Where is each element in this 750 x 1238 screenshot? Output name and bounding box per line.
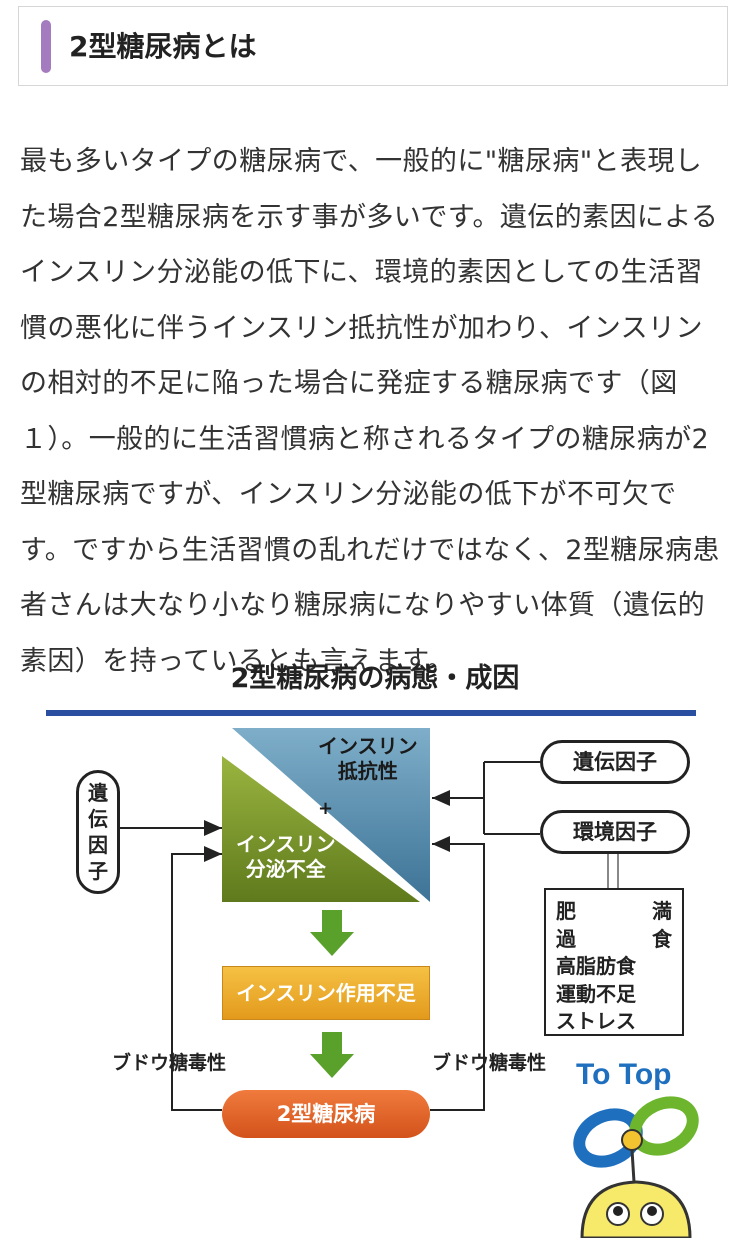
to-top-button[interactable]: To Top: [568, 1054, 738, 1238]
genetic-factor-pill: 遺伝因子: [540, 740, 690, 784]
factor-text: 食: [652, 926, 672, 951]
right-feedback-loop: [430, 836, 485, 1111]
factor-row-obesity: 肥 満: [556, 898, 672, 926]
factor-row-stress: ストレス: [556, 1008, 672, 1036]
left-feedback-loop: [171, 846, 222, 1111]
factor-text: 高脂肪食: [556, 954, 636, 978]
secretion-triangle: [222, 756, 420, 902]
left-factor-char: 遺: [88, 781, 108, 805]
environment-factor-list: 肥 満 過 食 高脂肪食 運動不足 ストレス: [544, 888, 684, 1036]
insulin-deficit-box: インスリン作用不足: [222, 966, 430, 1020]
green-arrow-2: [310, 1032, 354, 1078]
mascot-icon: [573, 1096, 699, 1238]
section-heading-box: 2型糖尿病とは: [18, 6, 728, 86]
figure-rule: [46, 710, 696, 716]
factor-row-high-fat: 高脂肪食: [556, 953, 672, 981]
resistance-label: インスリン 抵抗性: [318, 734, 418, 784]
factor-text: 過: [556, 926, 576, 951]
resistance-triangle: [232, 728, 430, 902]
factor-text: 運動不足: [556, 981, 636, 1006]
left-factor-char: 子: [88, 859, 108, 883]
green-arrow-1: [310, 910, 354, 956]
factor-row-exercise: 運動不足: [556, 981, 672, 1009]
glucose-toxicity-left: ブドウ糖毒性: [112, 1052, 227, 1074]
figure-graphics: [46, 710, 696, 1111]
resistance-label-line: インスリン: [318, 734, 418, 758]
figure-title: 2型糖尿病の病態・成因: [230, 663, 520, 694]
glucose-toxicity-right: ブドウ糖毒性: [432, 1052, 547, 1074]
to-top-label: To Top: [576, 1058, 672, 1091]
factor-row-overeating: 過 食: [556, 926, 672, 954]
resistance-label-line: 抵抗性: [337, 759, 398, 783]
secretion-label-line: 分泌不全: [245, 857, 326, 881]
secretion-label: インスリン 分泌不全: [236, 832, 336, 882]
heading-accent-bar: [41, 20, 51, 73]
type2-diabetes-pill: 2型糖尿病: [222, 1090, 430, 1138]
plus-sign: +: [318, 798, 334, 819]
left-factor-char: 因: [88, 833, 108, 857]
left-factor-char: 伝: [88, 807, 108, 831]
article-paragraph: 最も多いタイプの糖尿病で、一般的に"糖尿病"と表現した場合2型糖尿病を示す事が多…: [20, 146, 720, 677]
secretion-label-line: インスリン: [236, 832, 336, 856]
factor-text: 肥: [556, 899, 576, 923]
factor-text: ストレス: [556, 1009, 636, 1033]
factor-text: 満: [652, 899, 672, 923]
pathology-figure: 2型糖尿病の病態・成因 遺 伝 因 子 遺伝因子 環境因子 インスリン 抵抗性 …: [0, 640, 750, 1238]
section-heading: 2型糖尿病とは: [69, 30, 257, 63]
environment-factor-pill: 環境因子: [540, 810, 690, 854]
left-genetic-factor: 遺 伝 因 子: [76, 770, 120, 894]
